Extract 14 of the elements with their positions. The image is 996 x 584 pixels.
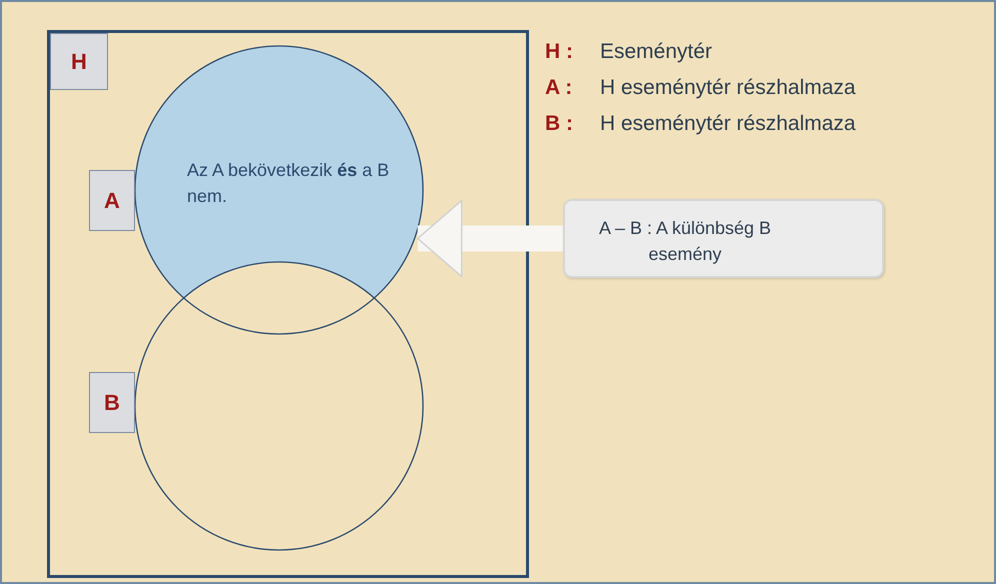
event-space-frame xyxy=(47,30,529,578)
set-label: H xyxy=(50,33,108,90)
callout-box xyxy=(563,199,884,278)
region-description: Az A bekövetkezik és a B nem. xyxy=(187,159,390,208)
legend-key: A : xyxy=(545,76,572,100)
callout-text: A – B : A különbség B esemény xyxy=(598,217,772,266)
legend-description: H eseménytér részhalmaza xyxy=(600,76,856,100)
legend-key: H : xyxy=(545,40,573,64)
set-label: B xyxy=(89,372,135,433)
legend-key: B : xyxy=(545,112,573,136)
block-arrow xyxy=(416,200,563,278)
set-label: A xyxy=(89,170,135,231)
legend-description: Eseménytér xyxy=(600,40,712,64)
legend-description: H eseménytér részhalmaza xyxy=(600,112,856,136)
